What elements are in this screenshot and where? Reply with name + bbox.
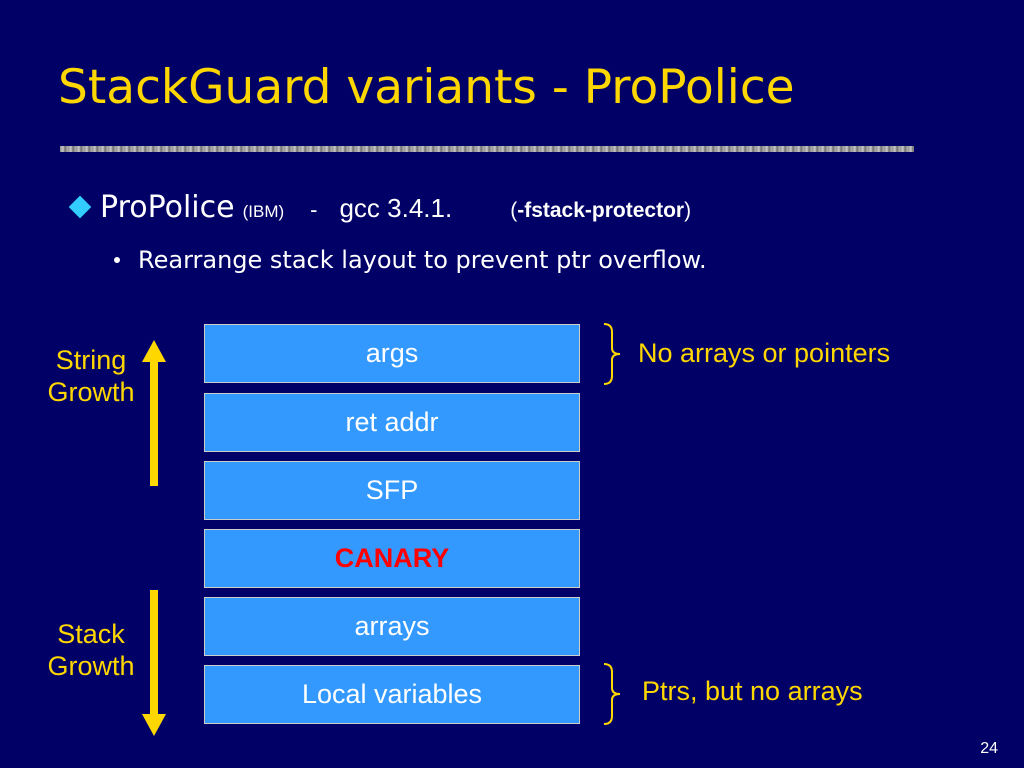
flag-text: -fstack-protector <box>517 199 685 222</box>
stack-box-ret-addr: ret addr <box>204 393 580 452</box>
stack-box-sfp: SFP <box>204 461 580 520</box>
bullet-propolice-name: ProPolice <box>100 190 235 225</box>
page-number: 24 <box>980 740 998 757</box>
dot-bullet-icon <box>114 257 120 263</box>
flag-open-paren: ( <box>510 199 518 222</box>
string-growth-line-1: String <box>55 345 127 375</box>
bullet-propolice: ProPolice (IBM) -gcc 3.4.1. (-fstack-protec… <box>68 190 691 230</box>
stack-growth-line-1: Stack <box>57 619 125 649</box>
arrow-down-icon <box>142 590 166 736</box>
bullet-separator: - <box>310 197 318 222</box>
note-ptrs-but-no-arrays: Ptrs, but no arrays <box>642 676 863 706</box>
title-divider <box>60 146 914 152</box>
stack-box-canary: CANARY <box>204 529 580 588</box>
sub-bullet-rearrange: Rearrange stack layout to prevent ptr ov… <box>114 246 707 274</box>
arrow-up-icon <box>142 340 166 486</box>
flag-close-paren: ) <box>684 199 692 222</box>
stack-box-args: args <box>204 324 580 383</box>
stack-box-local-variables: Local variables <box>204 665 580 724</box>
stack-growth-label: Stack Growth <box>36 618 146 682</box>
diamond-bullet-icon <box>68 195 92 219</box>
brace-bottom-icon <box>603 663 621 725</box>
stack-box-arrays: arrays <box>204 597 580 656</box>
note-no-arrays-or-pointers: No arrays or pointers <box>638 338 891 368</box>
bullet-gcc-version: gcc 3.4.1. <box>339 193 453 223</box>
string-growth-label: String Growth <box>36 344 146 408</box>
brace-top-icon <box>603 323 621 385</box>
slide-title: StackGuard variants - ProPolice <box>58 60 795 115</box>
sub-bullet-text: Rearrange stack layout to prevent ptr ov… <box>138 246 707 274</box>
bullet-compiler-flag: (-fstack-protector) <box>510 199 691 222</box>
stack-growth-line-2: Growth <box>47 651 135 681</box>
string-growth-line-2: Growth <box>47 377 135 407</box>
bullet-propolice-org: (IBM) <box>242 202 285 221</box>
